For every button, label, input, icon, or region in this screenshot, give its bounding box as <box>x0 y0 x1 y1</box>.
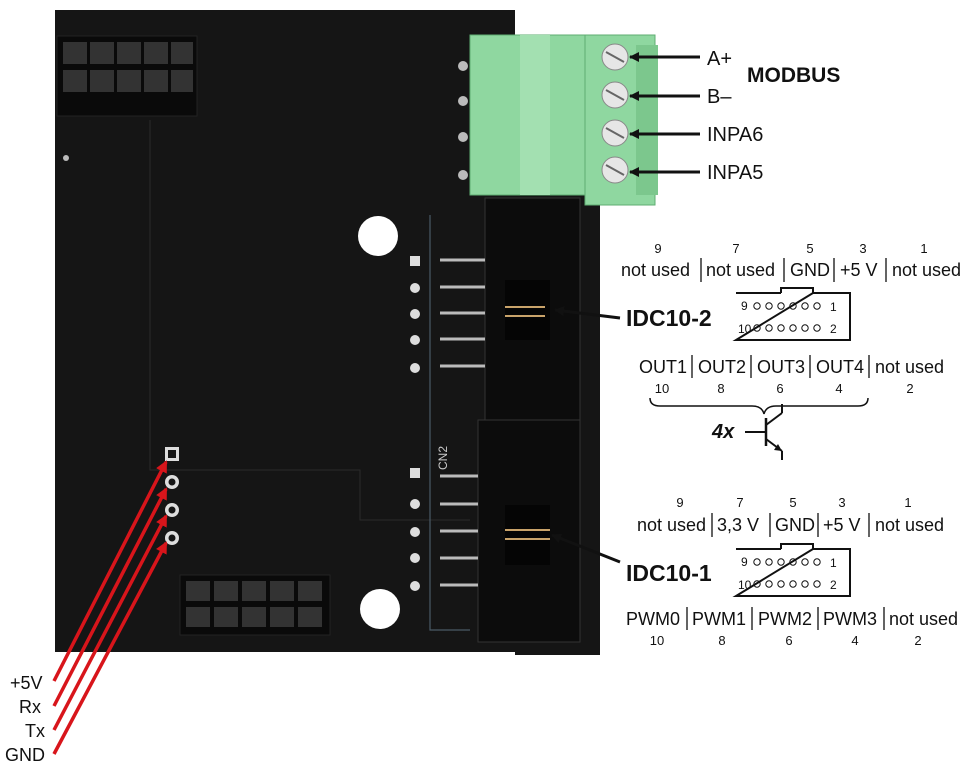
idc1-top-label: 3,3 V <box>717 515 759 535</box>
idc1-top-num: 1 <box>904 495 911 510</box>
idc2-bottom-num: 6 <box>776 381 783 396</box>
terminal-label-b: B– <box>707 86 732 108</box>
idc2-top-label: not used <box>892 260 961 280</box>
idc2-top-num: 9 <box>654 241 661 256</box>
header-top-left <box>56 35 198 117</box>
brace <box>649 397 869 415</box>
idc1-top-label: GND <box>775 515 815 535</box>
serial-pads <box>165 447 179 545</box>
header-bottom-left <box>179 574 331 636</box>
idc2-bottom-label: OUT4 <box>816 357 864 377</box>
idc2-bottom-label: OUT1 <box>639 357 687 377</box>
idc2-top-num: 7 <box>732 241 739 256</box>
idc1-top-label: not used <box>875 515 944 535</box>
transistor-count: 4x <box>711 421 735 443</box>
idc1-bottom-num: 8 <box>718 633 725 648</box>
idc1-pin-10: 10 <box>738 578 752 592</box>
idc2-top-label: not used <box>621 260 690 280</box>
idc1-pinout: 9 7 5 3 1 not used 3,3 V GND +5 V not us… <box>551 495 958 648</box>
serial-label-rx: Rx <box>19 697 41 717</box>
idc1-bottom-num: 10 <box>650 633 664 648</box>
terminal-label-inpa6: INPA6 <box>707 124 763 146</box>
idc1-top-label: +5 V <box>823 515 861 535</box>
mounting-hole-top <box>358 216 398 256</box>
idc1-pin-9: 9 <box>741 555 748 569</box>
idc1-bottom-label: PWM1 <box>692 609 746 629</box>
idc2-top-num: 1 <box>920 241 927 256</box>
idc1-bottom-num: 6 <box>785 633 792 648</box>
terminal-label-inpa5: INPA5 <box>707 162 763 184</box>
idc2-bottom-label: OUT2 <box>698 357 746 377</box>
serial-arrows <box>52 460 168 755</box>
idc1-top-label: not used <box>637 515 706 535</box>
idc2-top-num: 3 <box>859 241 866 256</box>
serial-label-tx: Tx <box>25 721 45 741</box>
idc-connector-bottom <box>410 419 581 643</box>
idc1-top-num: 9 <box>676 495 683 510</box>
transistor-icon <box>745 404 783 460</box>
idc2-bottom-label: not used <box>875 357 944 377</box>
idc1-pin-2: 2 <box>830 578 837 592</box>
modbus-title: MODBUS <box>747 64 840 87</box>
idc2-pin-9: 9 <box>741 299 748 313</box>
idc2-bottom-num: 2 <box>906 381 913 396</box>
idc1-bottom-label: PWM3 <box>823 609 877 629</box>
serial-label-gnd: GND <box>5 745 45 765</box>
serial-label-5v: +5V <box>10 673 43 693</box>
idc2-name: IDC10-2 <box>626 305 712 331</box>
idc2-top-num: 5 <box>806 241 813 256</box>
idc2-bottom-num: 4 <box>835 381 842 396</box>
idc2-pin-10: 10 <box>738 322 752 336</box>
mounting-hole-bottom <box>360 589 400 629</box>
idc1-top-num: 7 <box>736 495 743 510</box>
idc1-bottom-num: 4 <box>851 633 858 648</box>
modbus-arrows <box>629 52 700 177</box>
idc2-bottom-label: OUT3 <box>757 357 805 377</box>
idc1-bottom-label: not used <box>889 609 958 629</box>
idc2-pin-2: 2 <box>830 322 837 336</box>
silk-cn2: CN2 <box>436 446 450 470</box>
idc2-top-label: not used <box>706 260 775 280</box>
idc1-bottom-label: PWM0 <box>626 609 680 629</box>
idc1-bottom-label: PWM2 <box>758 609 812 629</box>
idc2-top-label: GND <box>790 260 830 280</box>
idc1-bottom-num: 2 <box>914 633 921 648</box>
idc1-top-num: 3 <box>838 495 845 510</box>
idc2-pinout: 9 7 5 3 1 not used not used GND +5 V not… <box>554 241 961 460</box>
terminal-block <box>458 34 658 206</box>
idc1-name: IDC10-1 <box>626 560 712 586</box>
idc2-top-label: +5 V <box>840 260 878 280</box>
idc1-pin-1: 1 <box>830 556 837 570</box>
idc1-top-num: 5 <box>789 495 796 510</box>
idc2-bottom-num: 10 <box>655 381 669 396</box>
terminal-label-a: A+ <box>707 48 732 70</box>
idc2-bottom-num: 8 <box>717 381 724 396</box>
idc2-pin-1: 1 <box>830 300 837 314</box>
